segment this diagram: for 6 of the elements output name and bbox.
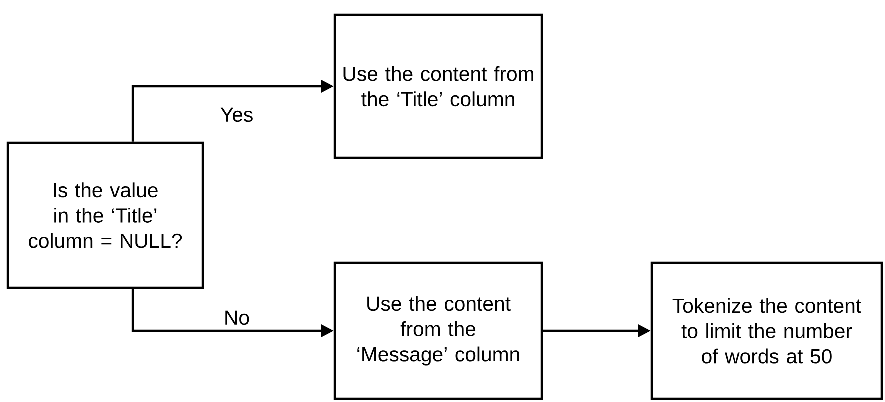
process-box: Use the content from the ‘Title’ column xyxy=(334,14,544,160)
process-box: Is the value in the ‘Title’ column = NULL? xyxy=(6,142,204,290)
process-box: Tokenize the content to limit the number of words at 50 xyxy=(650,262,884,400)
edge-label: Yes xyxy=(218,106,256,124)
process-box: Use the content from the ‘Message’ column xyxy=(334,262,544,400)
edge-label: No xyxy=(222,309,252,326)
